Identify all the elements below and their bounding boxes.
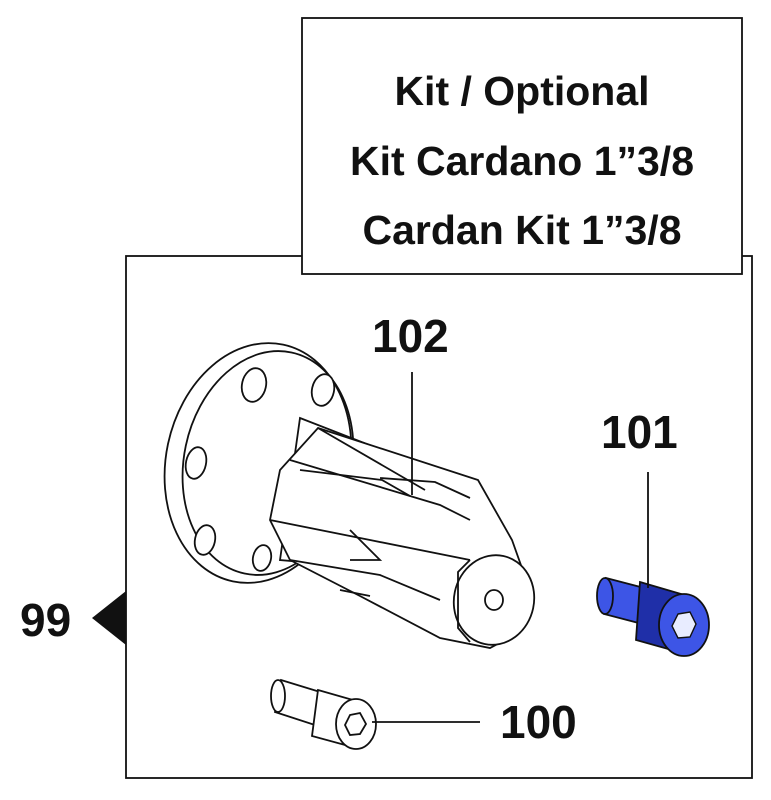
callout-102: 102 <box>372 310 449 362</box>
title-line-2: Kit Cardano 1”3/8 <box>350 138 694 184</box>
callout-101: 101 <box>601 406 678 458</box>
title-line-1: Kit / Optional <box>394 68 649 114</box>
part-102-splined-shaft <box>163 342 536 649</box>
kit-pointer-arrow <box>92 591 126 645</box>
part-100-small-screw <box>270 678 377 750</box>
blue-screw-hex-socket <box>671 611 697 639</box>
callout-99: 99 <box>20 594 71 646</box>
callout-100: 100 <box>500 696 577 748</box>
title-line-3: Cardan Kit 1”3/8 <box>363 207 682 253</box>
blue-screw-tip <box>596 577 614 615</box>
part-101-blue-screw <box>596 576 710 657</box>
title-box <box>301 17 743 275</box>
